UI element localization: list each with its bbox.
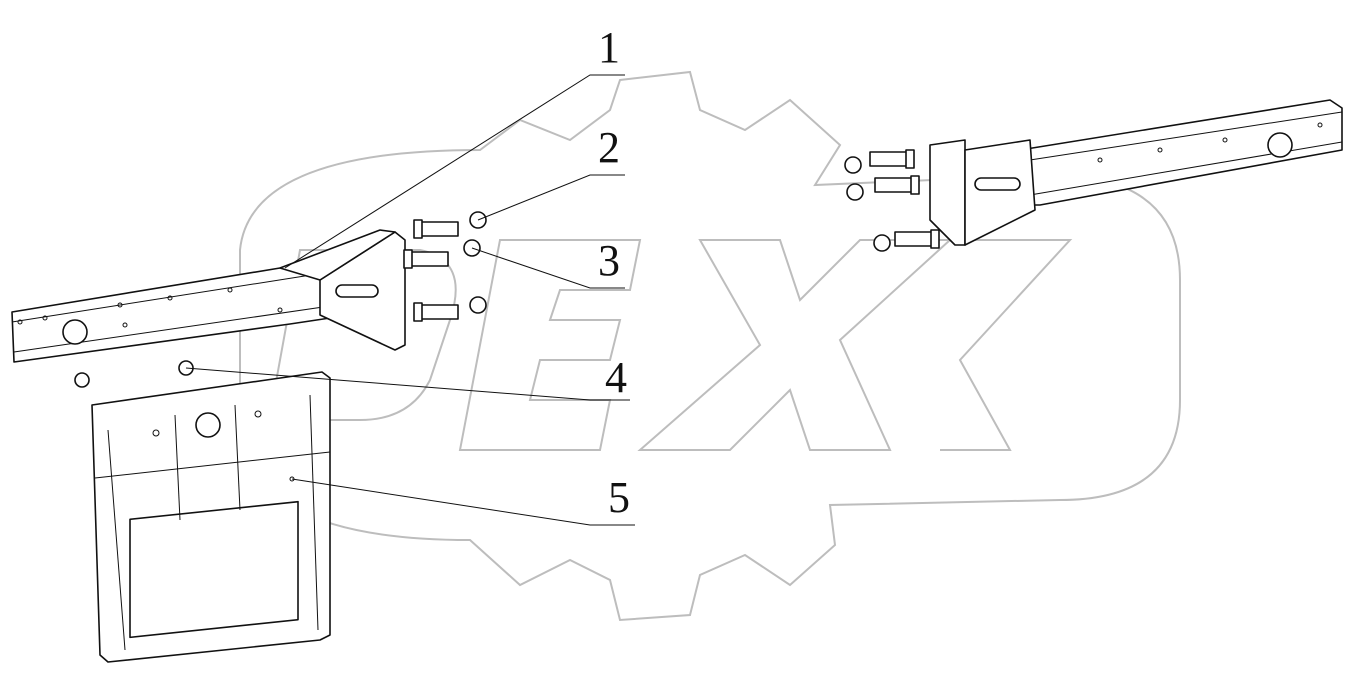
callout-1: 1	[598, 23, 620, 72]
right-frame-rail	[1019, 99, 1343, 206]
right-bracket	[929, 139, 1036, 246]
mud-flap	[91, 371, 331, 663]
callout-3: 3	[598, 236, 620, 285]
leader-lines	[185, 74, 635, 526]
callout-2: 2	[598, 123, 620, 172]
callout-4: 4	[605, 353, 627, 402]
left-bracket	[279, 229, 406, 351]
washers	[74, 360, 194, 388]
callout-labels: 1 2 3 4 5	[598, 23, 630, 522]
callout-5: 5	[608, 473, 630, 522]
left-bolts	[403, 211, 487, 322]
right-bolts	[844, 149, 940, 252]
